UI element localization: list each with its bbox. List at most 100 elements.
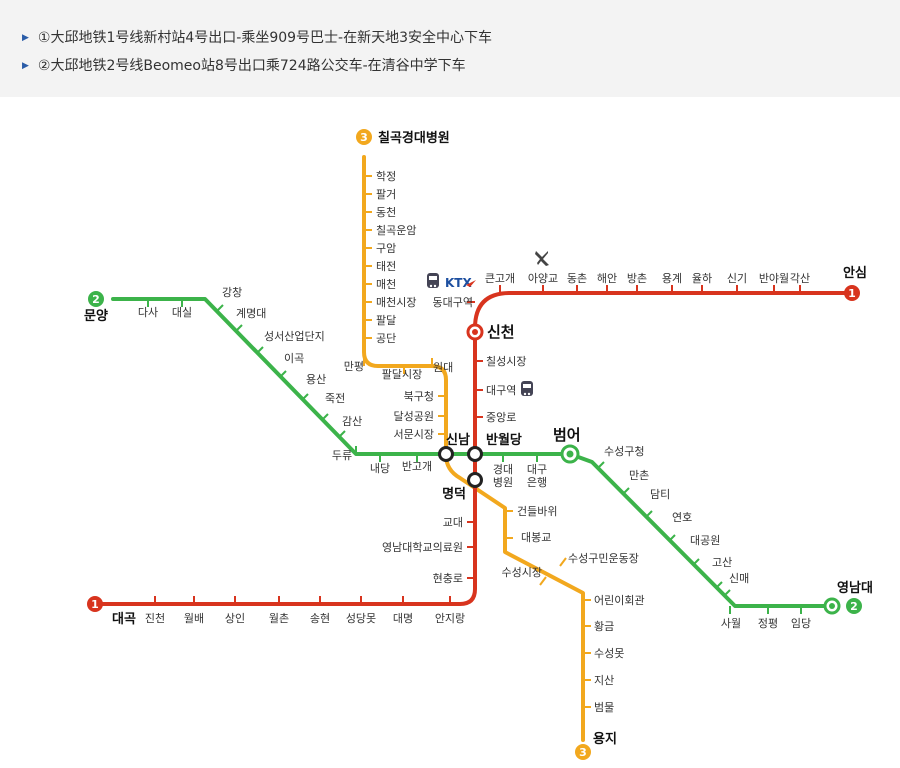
line3-badge [575,744,591,760]
chilgok-terminal-label: 칠곡경대병원 [378,130,450,146]
station-label: 대실 [172,306,192,319]
sinnam-station-marker [438,446,454,462]
station-label: 해안 [597,271,617,285]
station-tick [256,346,264,354]
station-label: 계명대 [236,307,266,320]
station-label: 성서산업단지 [264,330,325,343]
station-tick [559,557,567,567]
train-icon-light [527,392,531,396]
line3-route [362,155,585,742]
station-label: 아양교 [528,272,558,285]
station-tick [597,461,605,469]
station-tick [539,576,547,586]
station-label: 진천 [145,611,165,625]
station-tick [279,370,287,378]
station-label: 북구청 [404,390,434,403]
train-icon-window [429,276,437,280]
station-label: 건들바위 [517,505,557,518]
station-tick [723,589,731,597]
station-label: 대구역 [486,384,516,397]
station-label: 용산 [306,373,326,386]
station-label: 강창 [222,286,242,299]
line-number-label: 2 [92,293,100,306]
station-label: 신매 [729,572,749,585]
train-icon-light [433,284,437,288]
daegok-terminal-label: 대곡 [112,612,136,627]
station-label: 팔달시장 [382,368,422,381]
ktx-logo-accent [466,280,476,287]
line1-badge [844,285,860,301]
station-label: 구암 [376,242,396,255]
station-label: 수성구민운동장 [568,552,639,565]
munyang-terminal-label: 문양 [84,309,108,324]
line2-badge [846,598,862,614]
station-tick [668,534,676,542]
station-label: 큰고개 [485,272,515,285]
sincheon-label: 신천 [487,323,515,341]
triangle-bullet-icon: ▶ [22,61,29,71]
station-label: 만촌 [629,469,649,482]
line-number-label: 3 [579,746,587,759]
banwoldang-label: 반월당 [486,432,522,448]
directions-panel: ▶①大邱地铁1号线新村站4号出口-乘坐909号巴士-在新天地3安全中心下车 ▶ ②… [0,0,900,97]
myeongdeok-label: 명덕 [442,486,466,502]
direction-text: ②大邱地铁2号线Beomeo站8号出口乘724路公交车-在清谷中学下车 [37,58,466,74]
station-label: 동촌 [567,272,587,285]
station-label: 담티 [650,488,670,501]
station-label: 각산 [790,272,810,285]
station-label: 다사 [138,306,158,319]
station-label: 팔거 [376,188,396,201]
station-label: 중앙로 [486,411,516,424]
station-label: 지산 [594,674,614,687]
station-label: 수성못 [594,647,624,660]
station-label: 동천 [376,205,396,219]
station-label: 칠성시장 [486,355,526,368]
line3-badge [356,129,372,145]
station-label: 대명 [393,612,413,625]
ansim-terminal-label: 안심 [843,265,867,281]
station-tick [622,487,630,495]
station-label: 매천 [376,277,396,291]
station-label: 죽전 [325,392,345,405]
sincheon-station-dot [472,329,478,335]
station-label: 범물 [594,701,614,714]
station-label: 사월 [721,617,741,630]
yongji-terminal-label: 용지 [593,731,617,747]
station-label: 영남대학교의료원 [382,541,463,554]
station-label: 만평 [344,360,364,373]
station-label: 매천시장 [376,295,416,309]
station-label: 대공원 [690,534,720,547]
yeungnam-terminal-label: 영남대 [837,580,873,596]
station-label: 이곡 [284,352,304,365]
dongdaegu-label: 동대구역 [433,296,473,309]
station-label: 두류 [332,449,352,462]
train-icon-light [429,284,433,288]
station-label: 연호 [672,511,692,524]
banwoldang-station-marker [467,446,483,462]
station-label: 성당못 [346,612,376,625]
station-label: 원대 [433,361,453,374]
station-tick [645,510,653,518]
station-label: 내당 [370,462,390,475]
station-label: 달성공원 [394,410,434,423]
station-label: 수성구청 [604,445,644,458]
sinnam-label: 신남 [446,432,470,448]
station-label: 대봉교 [521,531,551,544]
station-tick [692,558,700,566]
train-icon-window [523,384,531,388]
station-tick [321,413,329,421]
line-number-label: 1 [848,287,856,300]
station-label: 반야월 [759,272,789,285]
station-tick [216,304,224,312]
station-label: 황금 [594,620,614,633]
station-tick [235,324,243,332]
station-tick [301,393,309,401]
station-label: 안지랑 [435,612,465,625]
train-icon [427,273,439,288]
station-label: 율하 [692,271,712,285]
beomeo-station-dot [566,450,574,458]
direction-item: ▶①大邱地铁1号线新村站4号出口-乘坐909号巴士-在新天地3安全中心下车 [22,27,900,55]
